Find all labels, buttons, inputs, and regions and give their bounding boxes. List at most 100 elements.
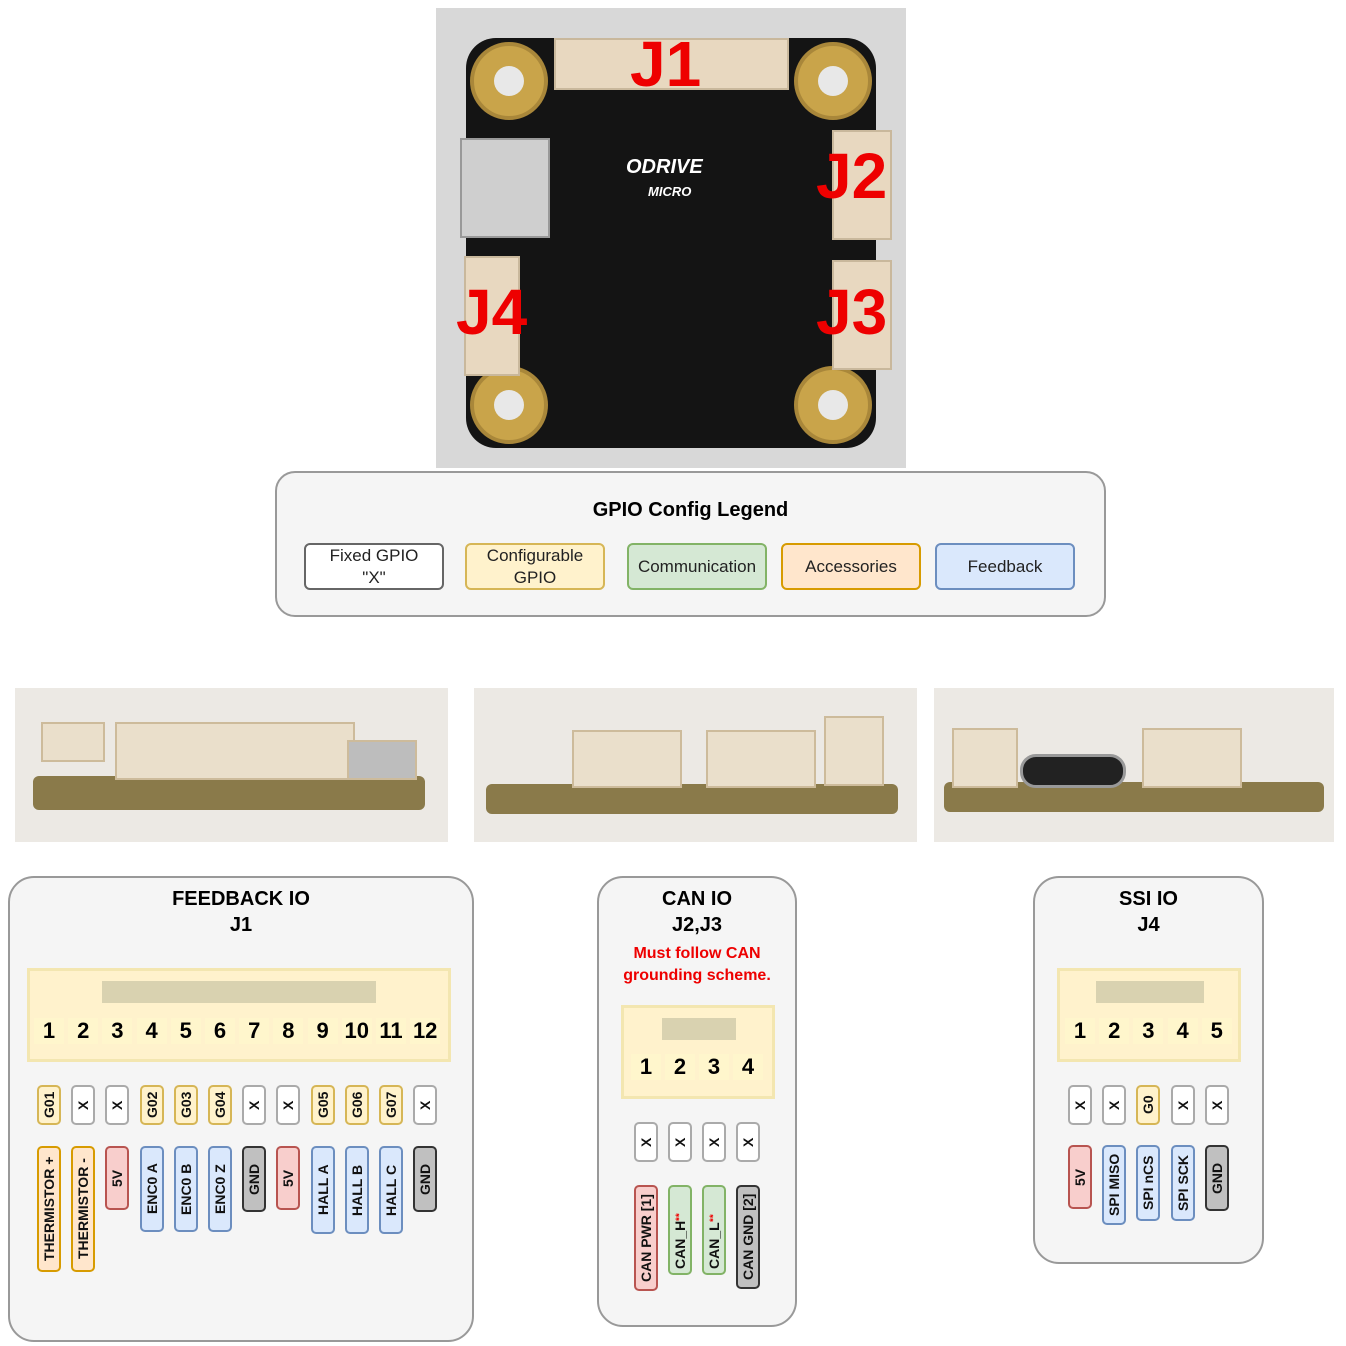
feedback-gpio-label: X bbox=[71, 1085, 96, 1125]
ssi-gpio-label: X bbox=[1102, 1085, 1127, 1125]
function-text: ENC0 B bbox=[177, 1163, 194, 1215]
function-text: ENC0 Z bbox=[212, 1164, 228, 1214]
asterisk-marker: ** bbox=[708, 1214, 720, 1223]
feedback-function-label: THERMISTOR - bbox=[71, 1146, 96, 1272]
function-text: ENC0 A bbox=[143, 1163, 160, 1215]
function-text: CAN PWR [1] bbox=[638, 1194, 654, 1282]
feedback-pin-number: 11 bbox=[376, 1018, 406, 1044]
ssi-gpio-label: X bbox=[1170, 1085, 1195, 1125]
feedback-gpio-label: X bbox=[242, 1085, 267, 1125]
can-pin-number: 4 bbox=[733, 1054, 763, 1080]
can-function-label: CAN GND [2] bbox=[736, 1185, 760, 1289]
gpio-text: X bbox=[417, 1100, 434, 1110]
feedback-function-label: ENC0 B bbox=[173, 1146, 198, 1232]
gpio-text: X bbox=[1072, 1100, 1088, 1110]
feedback-function-label: 5V bbox=[105, 1146, 130, 1210]
can-function-label: CAN_L** bbox=[702, 1185, 726, 1275]
ssi-function-label: SPI SCK bbox=[1170, 1145, 1195, 1221]
feedback-pin-number: 5 bbox=[170, 1018, 201, 1044]
gpio-text: G02 bbox=[143, 1091, 160, 1119]
feedback-pin-number: 6 bbox=[205, 1018, 235, 1044]
ssi-pin-number: 4 bbox=[1167, 1018, 1198, 1044]
feedback-pin-number: 10 bbox=[341, 1018, 372, 1044]
legend-item: Accessories bbox=[781, 543, 921, 590]
legend-item: Feedback bbox=[935, 543, 1075, 590]
function-text: HALL C bbox=[383, 1164, 399, 1216]
gpio-text: X bbox=[740, 1137, 756, 1147]
feedback-function-label: 5V bbox=[276, 1146, 301, 1210]
feedback-function-label: HALL C bbox=[379, 1146, 403, 1234]
j1-connector bbox=[27, 968, 451, 1062]
can-function-label: CAN_H** bbox=[668, 1185, 692, 1275]
feedback-function-label: ENC0 A bbox=[139, 1146, 164, 1232]
gpio-text: X bbox=[1174, 1100, 1191, 1110]
gpio-text: X bbox=[638, 1137, 654, 1147]
feedback-gpio-label: X bbox=[105, 1085, 130, 1125]
gpio-text: G03 bbox=[177, 1091, 194, 1119]
feedback-pin-number: 8 bbox=[273, 1018, 304, 1044]
ssi-pin-number: 3 bbox=[1133, 1018, 1164, 1044]
feedback-function-label: GND bbox=[242, 1146, 267, 1212]
side-photo-j2-j3 bbox=[474, 688, 917, 842]
can-subtitle: J2,J3 bbox=[671, 914, 723, 936]
legend-item: Fixed GPIO "X" bbox=[304, 543, 444, 590]
gpio-text: X bbox=[246, 1100, 263, 1110]
gpio-text: X bbox=[75, 1100, 92, 1110]
can-pin-number: 1 bbox=[631, 1054, 661, 1080]
function-text: GND bbox=[246, 1163, 263, 1195]
legend-item: Communication bbox=[627, 543, 767, 590]
feedback-function-label: ENC0 Z bbox=[208, 1146, 232, 1232]
feedback-pin-number: 2 bbox=[68, 1018, 99, 1044]
feedback-subtitle: J1 bbox=[229, 914, 253, 936]
function-text: HALL A bbox=[314, 1164, 331, 1216]
function-text: GND bbox=[417, 1163, 434, 1195]
feedback-gpio-label: G05 bbox=[310, 1085, 335, 1125]
can-gpio-label: X bbox=[634, 1122, 658, 1162]
feedback-pin-number: 4 bbox=[136, 1018, 167, 1044]
feedback-gpio-label: X bbox=[413, 1085, 438, 1125]
feedback-gpio-label: G07 bbox=[379, 1085, 403, 1125]
function-text: SPI SCK bbox=[1174, 1155, 1191, 1212]
can-gpio-label: X bbox=[668, 1122, 692, 1162]
feedback-pin-number: 12 bbox=[410, 1018, 441, 1044]
function-text: HALL B bbox=[348, 1164, 365, 1216]
feedback-gpio-label: G03 bbox=[173, 1085, 198, 1125]
can-io-panel: CAN IO J2,J3 Must follow CAN grounding s… bbox=[597, 876, 797, 1327]
can-gpio-label: X bbox=[736, 1122, 760, 1162]
can-pin-number: 2 bbox=[665, 1054, 695, 1080]
label-j3: J3 bbox=[816, 276, 888, 348]
asterisk-marker: ** bbox=[674, 1212, 686, 1221]
feedback-gpio-label: X bbox=[276, 1085, 301, 1125]
can-pin-number: 3 bbox=[699, 1054, 729, 1080]
gpio-text: X bbox=[672, 1137, 688, 1147]
function-text: SPI MISO bbox=[1106, 1153, 1123, 1217]
feedback-pin-number: 3 bbox=[102, 1018, 133, 1044]
gpio-text: X bbox=[109, 1100, 126, 1110]
feedback-title: FEEDBACK IO bbox=[172, 888, 310, 910]
ssi-subtitle: J4 bbox=[1137, 914, 1160, 936]
ssi-pin-number: 5 bbox=[1201, 1018, 1232, 1044]
gpio-text: X bbox=[706, 1137, 722, 1147]
function-text: CAN_L bbox=[706, 1222, 722, 1269]
can-note-2: grounding scheme. bbox=[623, 967, 771, 984]
label-j4: J4 bbox=[456, 276, 528, 348]
gpio-text: G0 bbox=[1140, 1095, 1157, 1115]
side-photo-j1 bbox=[15, 688, 448, 842]
feedback-pin-number: 1 bbox=[34, 1018, 64, 1044]
ssi-gpio-label: G0 bbox=[1136, 1085, 1161, 1125]
ssi-function-label: SPI nCS bbox=[1136, 1145, 1161, 1221]
ssi-title: SSI IO bbox=[1119, 888, 1178, 910]
gpio-text: G06 bbox=[348, 1091, 365, 1119]
ssi-function-label: GND bbox=[1204, 1145, 1229, 1211]
label-j2: J2 bbox=[816, 140, 888, 212]
function-text: THERMISTOR - bbox=[75, 1158, 92, 1260]
feedback-pin-number: 7 bbox=[239, 1018, 270, 1044]
feedback-function-label: GND bbox=[413, 1146, 438, 1212]
can-note: Must follow CAN bbox=[633, 945, 761, 962]
legend-box: GPIO Config Legend Fixed GPIO "X"Configu… bbox=[275, 471, 1106, 617]
function-text: 5V bbox=[1072, 1168, 1088, 1186]
ssi-pin-number: 1 bbox=[1065, 1018, 1095, 1044]
